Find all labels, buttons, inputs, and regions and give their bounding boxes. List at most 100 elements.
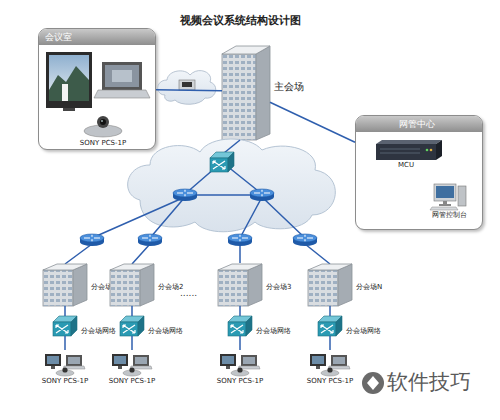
small-cloud [158,71,216,105]
tv-screen [63,108,75,111]
network-link [329,306,331,316]
network-link [64,306,66,316]
branch-switch: 分会场网络 [318,316,342,336]
laptop [112,70,132,82]
node-label: 分会场网络 [256,328,291,335]
video-terminal-icon [97,116,109,128]
laptop [94,90,150,98]
console-icon [430,184,466,210]
node-label: SONY PCS-1P [307,378,353,385]
watermark-logo [367,376,379,390]
console-icon [443,201,447,204]
tv-screen [49,55,89,101]
node-label: 主会场 [274,82,304,92]
tv-screen [46,52,92,111]
watermark-logo [362,372,384,394]
node-label: 分会场网络 [346,328,381,335]
mcu-icon [426,149,429,152]
main-building-icon [256,46,270,140]
core-switch [210,152,234,172]
node-label: 分会场N [356,284,382,291]
tv-screen [49,66,89,101]
branch-switch-icon [53,316,342,336]
router [138,234,162,246]
network-link [131,306,133,316]
router [80,189,317,246]
core-switch [210,152,234,172]
mcu-icon [376,144,436,160]
nms-console: 网管控制台 [434,184,464,210]
network-link [329,336,331,350]
branch-switch: 分会场网络 [228,316,252,336]
small-cloud [158,71,216,105]
watermark-logo [362,372,384,394]
branch-building: 分会场3 [218,262,262,306]
branch-terminal: SONY PCS-1P [112,350,152,376]
main-building-icon [222,54,256,140]
branch-switch: 分会场网络 [120,316,144,336]
tv-screen [62,84,68,101]
network-wire [224,140,240,153]
branch-building: 分会场N [308,262,352,306]
branch-switch-icon [318,316,342,336]
branch-terminal-icon [112,354,152,376]
video-terminal: SONY PCS-1P [83,116,123,138]
video-terminal-icon [84,125,122,137]
branch-switch-icon [228,316,252,336]
node-label: SONY PCS-1P [109,378,155,385]
mcu-icon [380,149,420,153]
laptop [94,62,150,98]
network-link [131,336,133,350]
watermark: 软件技巧 [387,372,471,393]
network-link [270,102,355,142]
network-link [64,336,66,350]
branch-building-icon [308,264,352,306]
branch-building-icon [43,264,87,306]
branch-terminal-icon [310,354,350,376]
node-label: SONY PCS-1P [80,140,126,147]
node-label: 网管控制台 [432,212,467,219]
console-icon [458,186,466,206]
router [80,234,104,246]
tv-screen [46,52,92,108]
nms-center-box: 网管中心 MCU 网管控制台 [355,115,483,230]
network-wire [65,244,330,264]
mcu-icon [376,140,442,160]
video-terminal-icon [100,119,106,125]
branch-building-icon [110,264,154,306]
laptop [102,62,142,90]
network-wire [185,162,262,195]
network-wire [65,140,330,264]
router [173,189,197,201]
main-building-icon [222,46,270,140]
mcu-icon [376,140,442,144]
box-header: 会议室 [39,29,155,45]
meeting-room-box: 会议室 SONY PCS-1P [38,28,156,150]
node-label: 分会场2 [158,284,183,291]
node-label: MCU [398,162,414,169]
branch-terminal: SONY PCS-1P [45,350,85,376]
branch-building: 分会场2 [110,262,154,306]
network-wire [92,197,305,238]
mcu-device: MCU [376,144,436,160]
core-cloud [128,139,336,232]
node-label: 网管中心 [399,120,435,129]
node-label: 分会场网络 [81,328,116,335]
main-building-icon [222,46,270,54]
laptop [105,65,139,87]
console-icon [436,186,454,198]
branch-switch-icon [53,316,77,336]
node-label: 分会场3 [266,284,291,291]
branch-switch-icon [120,316,144,336]
small-cloud [182,82,192,87]
core-cloud [128,139,336,232]
router [250,189,274,201]
video-terminal-icon [101,120,103,122]
diagram-title: 视频会议系统结构设计图 [0,13,480,28]
network-link [239,306,241,316]
console-icon [430,207,458,210]
branch-building-icon [218,264,262,306]
branch-terminal: SONY PCS-1P [220,350,260,376]
branch-terminal-icon [45,354,85,376]
